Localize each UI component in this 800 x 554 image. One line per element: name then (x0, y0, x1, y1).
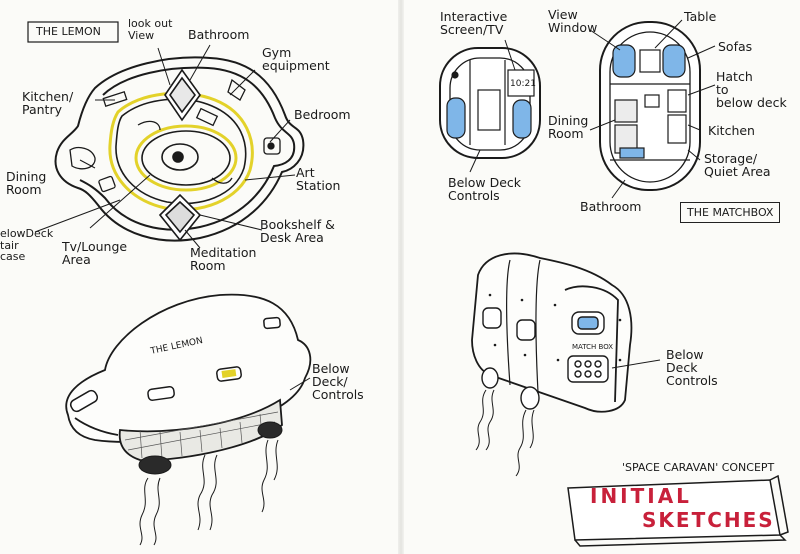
label-below-deck-stair: elowDeck tair case (0, 227, 54, 264)
label-look-out-view: look out View (128, 17, 173, 42)
label-table: Table (684, 9, 717, 24)
label-matchbox-bathroom: Bathroom (580, 199, 642, 214)
matchbox-exhaust (475, 389, 535, 477)
title-sketches: SKETCHES (642, 508, 775, 532)
label-matchbox-below-deck-controls: Below Deck Controls (666, 347, 718, 389)
lemon-ship (65, 293, 312, 462)
matchbox-feet (481, 367, 540, 410)
title-initial: INITIAL (590, 484, 692, 508)
label-dining: Dining Room (6, 169, 47, 198)
clock-readout: 10:21 (510, 79, 536, 89)
label-storage: Storage/ Quiet Area (704, 151, 771, 180)
matchbox-title: THE MATCHBOX (680, 202, 781, 223)
label-sofas: Sofas (718, 39, 753, 54)
label-matchbox-kitchen: Kitchen (708, 123, 755, 138)
label-kitchen: Kitchen/ Pantry (22, 89, 74, 118)
label-interactive-screen: Interactive Screen/TV (440, 9, 508, 38)
matchbox-right-interior (610, 44, 690, 161)
title-banner (567, 474, 789, 547)
lemon-pointers (34, 44, 296, 249)
concept-subtitle: 'SPACE CARAVAN' CONCEPT (622, 461, 775, 474)
matchbox-ship-name: MATCH BOX (572, 343, 614, 351)
matchbox-3d-windows (482, 307, 609, 383)
lemon-title: THE LEMON (36, 25, 101, 38)
label-lemon-below-deck-controls: Below Deck/ Controls (312, 361, 364, 403)
lemon-inner-rings (115, 98, 247, 205)
lemon-title-box (27, 21, 119, 43)
label-meditation: Meditation Room (190, 245, 257, 274)
label-matchbox-dining: Dining Room (548, 113, 589, 142)
label-bookshelf: Bookshelf & Desk Area (260, 217, 335, 246)
matchbox-pointers (469, 19, 716, 199)
matchbox-ship (471, 252, 633, 413)
label-bedroom: Bedroom (294, 107, 351, 122)
matchbox-left-interior (446, 60, 535, 145)
label-gym: Gym equipment (262, 45, 330, 74)
label-tv-lounge: Tv/Lounge Area (62, 239, 128, 268)
label-view-window: View Window (548, 7, 598, 36)
lemon-floorplan (54, 56, 305, 242)
bathroom-diamond (164, 68, 201, 122)
lemon-furniture (69, 78, 281, 193)
label-bathroom: Bathroom (188, 27, 250, 42)
lemon-windows (69, 316, 281, 413)
lemon-exhaust (139, 439, 279, 546)
label-matchbox-below-deck-plan: Below Deck Controls (448, 175, 522, 204)
lemon-bricks (124, 411, 279, 459)
lemon-feet (138, 421, 283, 475)
label-art: Art Station (296, 165, 341, 194)
sketchbook-spine (398, 0, 404, 554)
label-hatch: Hatch to below deck (716, 69, 787, 111)
matchbox-rivets (488, 293, 622, 362)
